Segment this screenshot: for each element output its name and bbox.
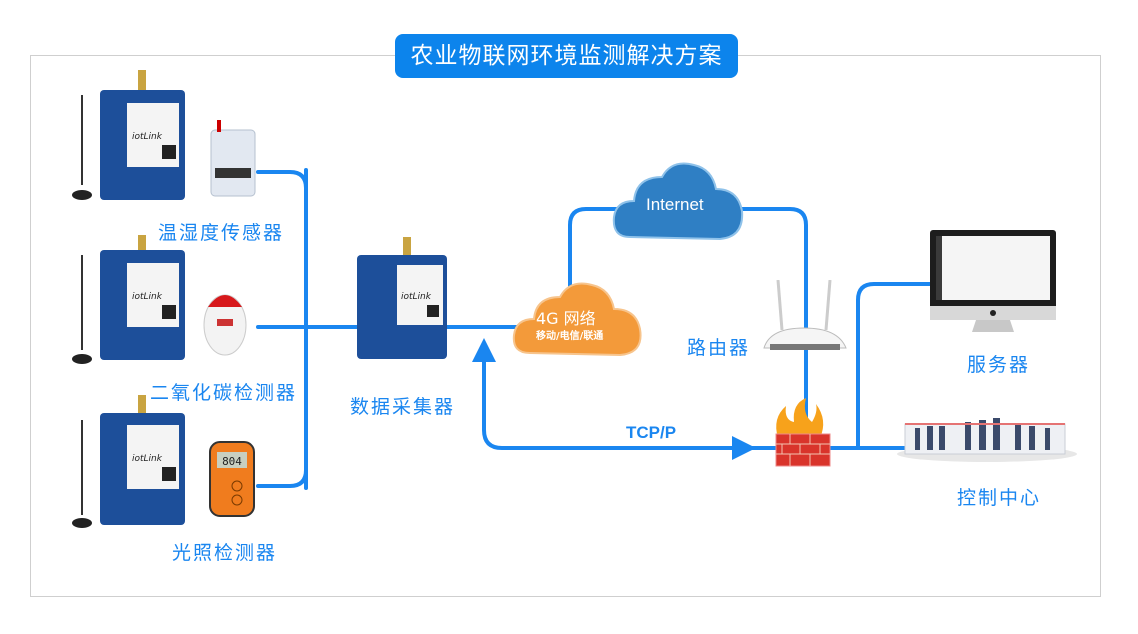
sensor-row-3: iotLink: [70, 395, 190, 535]
sensor-row-2: iotLink: [70, 235, 190, 375]
svg-text:iotLink: iotLink: [132, 454, 163, 464]
svg-text:iotLink: iotLink: [132, 292, 163, 302]
4g-network-subtitle: 移动/电信/联通: [536, 331, 604, 342]
control-center-label: 控制中心: [957, 487, 1042, 509]
co2-detector-device: [200, 285, 250, 360]
control-center-servers: [895, 410, 1080, 465]
line-4g-internet: [568, 207, 622, 292]
internet-cloud: Internet: [610, 155, 745, 245]
iot-module-board-icon: iotLink: [72, 395, 185, 528]
svg-text:iotLink: iotLink: [132, 132, 163, 142]
co2-alarm-icon: [203, 294, 247, 356]
line-tcp: [482, 358, 782, 450]
cloud-icon: [512, 282, 642, 357]
router-device: [760, 279, 850, 360]
data-collector-device: iotLink: [355, 235, 450, 360]
sensor-label-3: 光照检测器: [172, 542, 278, 564]
iot-module-board-icon: iotLink: [72, 70, 185, 200]
monitor-icon: [930, 230, 1056, 332]
light-meter-icon: 804: [209, 441, 255, 517]
internet-label: Internet: [646, 195, 704, 214]
cloud-icon: [612, 162, 744, 241]
page-title: 农业物联网环境监测解决方案: [395, 34, 738, 78]
svg-text:iotLink: iotLink: [401, 292, 432, 302]
sensor-row-1: iotLink: [70, 65, 190, 205]
line-sensor-3: [256, 328, 308, 488]
arrow-up: [472, 338, 496, 362]
light-meter-reading: 804: [222, 455, 242, 468]
server-rack-icon: [897, 418, 1077, 462]
server-monitor: [928, 228, 1058, 338]
collector-label: 数据采集器: [350, 396, 456, 418]
sensor-label-2: 二氧化碳检测器: [150, 382, 298, 404]
temperature-humidity-sensor-device: [205, 120, 260, 200]
protocol-label: TCP/P: [626, 423, 677, 442]
thermometer-device-icon: [210, 120, 256, 197]
line-to-server: [856, 282, 932, 450]
router-label: 路由器: [687, 337, 751, 359]
iot-module-board-icon: iotLink: [72, 235, 185, 364]
line-internet-router: [740, 207, 808, 450]
firewall-icon: [775, 398, 831, 467]
4g-network-title: 4G 网络: [536, 309, 596, 328]
iot-module-board-icon: iotLink: [357, 237, 447, 359]
sensor-label-1: 温湿度传感器: [158, 222, 285, 244]
4g-network-cloud: 4G 网络 移动/电信/联通: [510, 275, 645, 365]
arrow-right: [732, 436, 756, 460]
firewall-device: [770, 398, 832, 468]
light-meter-device: 804: [207, 440, 257, 518]
wifi-router-icon: [763, 279, 847, 350]
server-label: 服务器: [967, 354, 1031, 376]
